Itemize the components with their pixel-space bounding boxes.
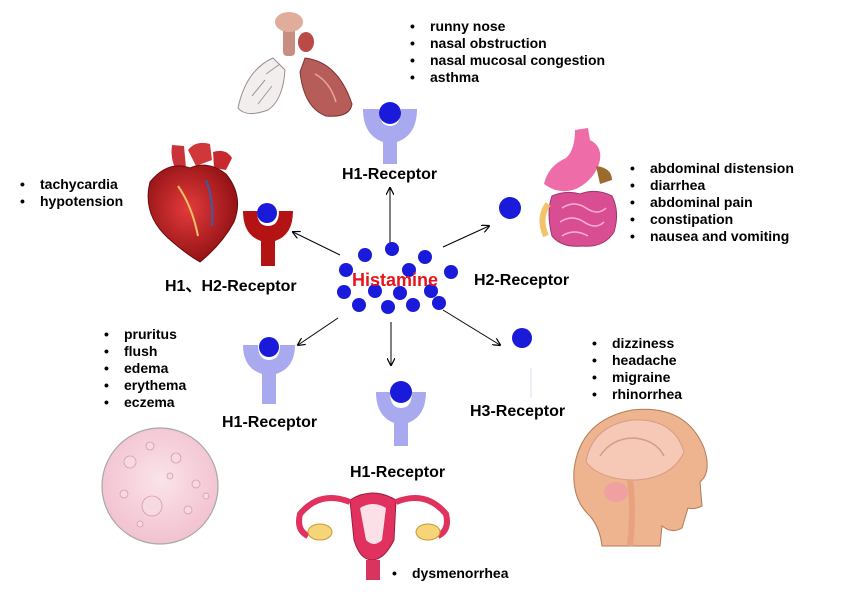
symptom-item: constipation xyxy=(628,211,794,228)
histamine-ball xyxy=(352,298,366,312)
histamine-label: Histamine xyxy=(352,270,439,290)
uterus-illustration xyxy=(296,492,450,580)
symptom-item: dysmenorrhea xyxy=(390,565,508,582)
symptom-item: abdominal pain xyxy=(628,194,794,211)
symptom-item: eczema xyxy=(102,394,186,411)
symptom-item: abdominal distension xyxy=(628,160,794,177)
symptom-item: nausea and vomiting xyxy=(628,228,794,245)
arrow-to-skin xyxy=(298,317,339,345)
histamine-ball xyxy=(418,250,432,264)
receptor-label-skin: H1-Receptor xyxy=(222,414,318,431)
histamine-ball xyxy=(257,203,277,223)
histamine-ball xyxy=(402,263,416,277)
skin-illustration xyxy=(101,427,219,545)
histamine-ball xyxy=(385,242,399,256)
histamine-ball xyxy=(337,285,351,299)
histamine-ball xyxy=(259,337,279,357)
symptom-item: flush xyxy=(102,343,186,360)
symptom-item: headache xyxy=(590,352,682,369)
symptom-item: asthma xyxy=(408,69,605,86)
histamine-ball xyxy=(381,300,395,314)
gut-illustration xyxy=(539,128,618,247)
lung-illustration xyxy=(237,12,353,117)
arrows xyxy=(293,188,500,365)
symptom-list-brain: dizziness headache migraine rhinorrhea xyxy=(590,335,682,403)
histamine-ball xyxy=(512,328,532,348)
symptom-item: nasal obstruction xyxy=(408,35,605,52)
histamine-ball xyxy=(379,102,401,124)
brain-illustration xyxy=(573,408,708,547)
symptom-list-uterus: dysmenorrhea xyxy=(390,565,508,582)
arrow-to-heart xyxy=(293,232,341,256)
histamine-ball xyxy=(444,265,458,279)
symptom-item: diarrhea xyxy=(628,177,794,194)
symptom-item: rhinorrhea xyxy=(590,386,682,403)
receptor-label-lung: H1-Receptor xyxy=(342,166,438,183)
receptor-h1-top xyxy=(363,102,417,164)
symptom-item: nasal mucosal congestion xyxy=(408,52,605,69)
histamine-ball xyxy=(390,381,412,403)
symptom-item: hypotension xyxy=(18,193,123,210)
symptom-list-lung: runny nose nasal obstruction nasal mucos… xyxy=(408,18,605,86)
receptor-label-brain: H3-Receptor xyxy=(470,403,566,420)
histamine-ball xyxy=(358,248,372,262)
receptor-label-uterus: H1-Receptor xyxy=(350,464,446,481)
receptor-h1-skin xyxy=(243,337,295,404)
symptom-list-skin: pruritus flush edema erythema eczema xyxy=(102,326,186,411)
histamine-ball xyxy=(339,263,353,277)
histamine-ball xyxy=(406,298,420,312)
arrow-to-brain xyxy=(442,309,500,345)
symptom-item: migraine xyxy=(590,369,682,386)
arrow-to-gut xyxy=(442,226,489,248)
histamine-ball xyxy=(432,296,446,310)
symptom-item: dizziness xyxy=(590,335,682,352)
histamine-ball xyxy=(393,286,407,300)
symptom-item: runny nose xyxy=(408,18,605,35)
symptom-item: pruritus xyxy=(102,326,186,343)
heart-illustration xyxy=(147,142,239,263)
receptor-label-gut: H2-Receptor xyxy=(474,272,570,289)
symptom-item: edema xyxy=(102,360,186,377)
symptom-list-gut: abdominal distension diarrhea abdominal … xyxy=(628,160,794,245)
symptom-item: erythema xyxy=(102,377,186,394)
receptor-h3 xyxy=(512,328,532,398)
histamine-ball-gut xyxy=(499,197,521,219)
receptor-h1h2 xyxy=(243,203,293,266)
histamine-ball xyxy=(368,284,382,298)
histamine-cluster xyxy=(337,242,458,314)
histamine-ball xyxy=(424,284,438,298)
receptor-h1-uterus xyxy=(376,381,426,446)
symptom-list-heart: tachycardia hypotension xyxy=(18,176,123,210)
receptor-label-heart: H1、H2-Receptor xyxy=(165,278,297,295)
symptom-item: tachycardia xyxy=(18,176,123,193)
